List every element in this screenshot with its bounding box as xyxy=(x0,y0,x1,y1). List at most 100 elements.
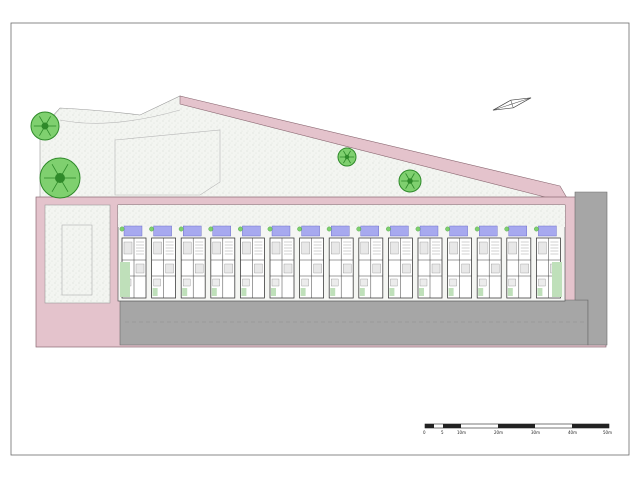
shrub-icon xyxy=(297,226,302,232)
room-fixture xyxy=(491,263,500,274)
shrub-icon xyxy=(445,226,450,232)
room-fixture xyxy=(419,241,429,255)
shrub-icon xyxy=(149,226,154,232)
front-lawn xyxy=(419,288,424,296)
front-lawn xyxy=(182,288,188,296)
scale-label-0: 0 xyxy=(423,430,426,435)
front-lawn xyxy=(448,288,454,296)
room-fixture xyxy=(331,278,339,287)
townhouse-unit xyxy=(386,225,413,299)
room-fixture xyxy=(183,278,191,287)
scale-label-5: 5 xyxy=(441,430,444,435)
pool xyxy=(331,225,350,237)
shrub-icon xyxy=(178,226,184,232)
front-lawn xyxy=(271,288,276,296)
pool xyxy=(182,225,202,237)
room-fixture xyxy=(343,263,352,274)
shrub-icon xyxy=(415,226,421,232)
shrub-icon xyxy=(238,226,243,232)
end-lawn xyxy=(552,262,562,297)
tree-icon xyxy=(30,111,60,141)
shrub-icon xyxy=(208,226,214,232)
road-right-branch xyxy=(574,191,608,346)
room-fixture xyxy=(461,263,470,274)
room-fixture xyxy=(271,278,280,287)
pool xyxy=(242,225,261,237)
front-lawn xyxy=(330,288,336,296)
front-lawn xyxy=(478,288,484,296)
front-lawn xyxy=(359,288,365,296)
room-fixture xyxy=(195,263,204,274)
townhouse-row xyxy=(119,225,562,299)
room-fixture xyxy=(271,241,281,255)
scale-bar-segment xyxy=(425,424,434,428)
room-fixture xyxy=(449,278,457,287)
garden-building-footprint xyxy=(114,129,221,196)
front-lawn xyxy=(389,288,395,296)
shrub-icon xyxy=(119,226,125,232)
room-fixture xyxy=(390,241,399,255)
pool xyxy=(271,225,291,237)
scale-label-50m: 50m xyxy=(603,430,612,435)
scale-label-20m: 20m xyxy=(494,430,503,435)
room-fixture xyxy=(390,278,398,287)
pool xyxy=(508,225,527,237)
room-fixture xyxy=(331,241,340,255)
room-fixture xyxy=(301,241,310,255)
tree-icon xyxy=(39,157,81,199)
drawing-frame xyxy=(10,22,630,456)
pool xyxy=(153,225,172,237)
front-lawn xyxy=(152,288,158,296)
room-fixture xyxy=(123,241,133,255)
north-arrow-icon xyxy=(492,97,532,111)
front-lawn xyxy=(300,288,306,296)
scale-bar-segment xyxy=(498,424,535,428)
room-fixture xyxy=(135,263,145,274)
townhouse-unit xyxy=(178,225,206,299)
townhouse-unit xyxy=(208,225,236,299)
end-lawn xyxy=(120,262,130,297)
room-fixture xyxy=(153,241,162,255)
front-lawn xyxy=(537,288,543,296)
room-fixture xyxy=(419,278,428,287)
pool xyxy=(123,225,143,237)
townhouse-unit xyxy=(326,225,354,299)
shrub-icon xyxy=(326,226,332,232)
road xyxy=(119,299,589,346)
scale-label-10m: 10m xyxy=(457,430,466,435)
room-fixture xyxy=(212,278,220,287)
room-fixture xyxy=(360,241,369,255)
townhouse-unit xyxy=(238,225,265,299)
townhouse-unit xyxy=(504,225,532,299)
front-lawn xyxy=(211,288,217,296)
room-fixture xyxy=(301,278,309,287)
townhouse-unit xyxy=(474,225,502,299)
room-fixture xyxy=(183,241,192,255)
shrub-icon xyxy=(534,226,539,232)
room-fixture xyxy=(479,241,488,255)
room-fixture xyxy=(165,263,174,274)
left-garden-structure xyxy=(61,224,93,296)
shrub-icon xyxy=(356,226,362,232)
tree-trunk xyxy=(41,122,49,130)
room-fixture xyxy=(242,278,250,287)
shrub-icon xyxy=(267,226,273,232)
scale-bar-segment xyxy=(572,424,609,428)
townhouse-unit xyxy=(267,225,295,299)
townhouse-unit xyxy=(445,225,473,299)
shrub-icon xyxy=(504,226,510,232)
room-fixture xyxy=(520,263,529,274)
tree-trunk xyxy=(407,178,413,184)
tree-icon xyxy=(398,169,422,193)
townhouse-unit xyxy=(149,225,177,299)
pool xyxy=(390,225,409,237)
left-garden-strip xyxy=(44,204,111,304)
room-fixture xyxy=(538,241,547,255)
scale-label-30m: 30m xyxy=(531,430,540,435)
room-fixture xyxy=(402,263,411,274)
tree-trunk xyxy=(55,173,65,183)
room-fixture xyxy=(372,263,381,274)
garden-curve xyxy=(59,109,181,124)
pool xyxy=(449,225,468,237)
